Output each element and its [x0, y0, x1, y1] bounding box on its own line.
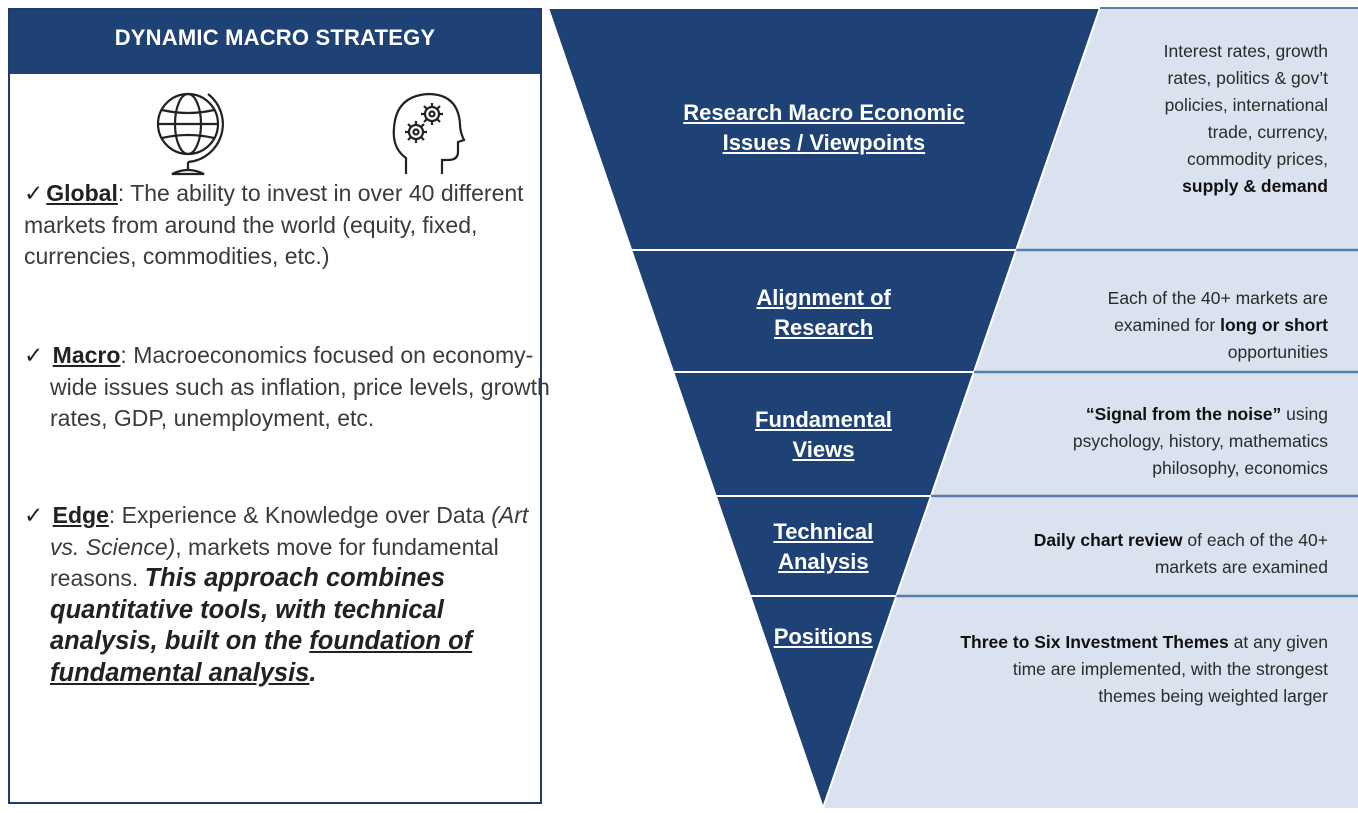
description-line: rates, politics & gov’t	[1164, 65, 1328, 92]
description-bold-text: Three to Six Investment Themes	[960, 632, 1229, 652]
description-line: markets are examined	[1034, 554, 1328, 581]
description-line: Each of the 40+ markets are	[1108, 285, 1328, 312]
check-icon: ✓	[24, 342, 44, 368]
description-text: time are implemented, with the strongest	[1012, 659, 1328, 679]
bullet-highlight: This approach combines quantitative tool…	[50, 564, 446, 655]
description-line: opportunities	[1108, 339, 1328, 366]
description-bold-text: Daily chart review	[1033, 530, 1183, 550]
bullet-term: Macro	[52, 342, 121, 368]
stage-label-line: Research Macro Economic	[683, 100, 965, 125]
description-line: psychology, history, mathematics	[1073, 428, 1328, 455]
description-text: opportunities	[1227, 342, 1328, 362]
bullet-term: Global	[46, 180, 118, 206]
check-icon: ✓	[24, 502, 44, 528]
head-gears-icon	[392, 92, 466, 174]
description-line: themes being weighted larger	[960, 683, 1328, 710]
stage-label-line: Technical	[773, 519, 874, 544]
description-line: Interest rates, growth	[1164, 38, 1328, 65]
description-line: philosophy, economics	[1073, 455, 1328, 482]
description-bold-text: supply & demand	[1182, 176, 1328, 196]
description-line: supply & demand	[1164, 173, 1328, 200]
description-line: Daily chart review of each of the 40+	[1034, 527, 1328, 554]
stage-label-line: Fundamental	[755, 407, 892, 432]
description-line: policies, international	[1164, 92, 1328, 119]
description-bold-text: “Signal from the noise”	[1085, 404, 1282, 424]
funnel-stage-description: Interest rates, growth rates, politics & …	[1164, 38, 1328, 200]
description-line: examined for long or short	[1108, 312, 1328, 339]
funnel-stage-label: Positions	[643, 622, 1003, 652]
funnel-stage-label: Alignment of Research	[644, 283, 1004, 343]
description-text: trade, currency,	[1207, 122, 1328, 142]
description-panel	[823, 8, 1358, 808]
funnel-stage-description: Each of the 40+ markets are examined for …	[1108, 285, 1328, 366]
funnel-stage-5	[748, 595, 898, 812]
bullet-text: : Macroeconomics focused on economy-wide…	[50, 342, 550, 431]
stage-label-line: Research	[774, 315, 874, 340]
description-text: examined for	[1114, 315, 1221, 335]
stage-label-line: Alignment of	[756, 285, 891, 310]
description-text: of each of the 40+	[1182, 530, 1328, 550]
description-text: policies, international	[1164, 95, 1328, 115]
bullet-text-italic: (Art vs. Science)	[50, 502, 529, 560]
description-text: philosophy, economics	[1152, 458, 1328, 478]
strategy-title: DYNAMIC MACRO STRATEGY	[10, 10, 540, 74]
description-line: trade, currency,	[1164, 119, 1328, 146]
description-text: markets are examined	[1154, 557, 1328, 577]
stage-label-line: Positions	[773, 624, 873, 649]
bullet-macro: ✓ Macro: Macroeconomics focused on econo…	[24, 340, 550, 435]
bullet-edge: ✓ Edge: Experience & Knowledge over Data…	[24, 500, 550, 689]
globe-icon	[156, 92, 224, 176]
funnel-stage-description: Three to Six Investment Themes at any gi…	[960, 629, 1328, 710]
funnel-stage-description: Daily chart review of each of the 40+ mar…	[1034, 527, 1328, 581]
description-bold-text: long or short	[1220, 315, 1328, 335]
description-line: “Signal from the noise” using	[1073, 401, 1328, 428]
description-line: time are implemented, with the strongest	[960, 656, 1328, 683]
description-text: psychology, history, mathematics	[1072, 431, 1328, 451]
stage-label-line: Views	[792, 437, 855, 462]
bullet-text: : The ability to invest in over 40 diffe…	[24, 180, 524, 269]
bullet-text: : Experience & Knowledge over Data	[108, 502, 492, 528]
stage-label-line: Issues / Viewpoints	[722, 130, 926, 155]
description-text: commodity prices,	[1186, 149, 1328, 169]
stage-label-line: Analysis	[778, 549, 869, 574]
description-text: rates, politics & gov’t	[1167, 68, 1328, 88]
funnel-stage-description: “Signal from the noise” using psychology,…	[1073, 401, 1328, 482]
description-text: themes being weighted larger	[1098, 686, 1328, 706]
check-icon: ✓	[24, 180, 44, 206]
description-text: Interest rates, growth	[1163, 41, 1328, 61]
bullet-global: ✓Global: The ability to invest in over 4…	[24, 178, 524, 273]
description-line: commodity prices,	[1164, 146, 1328, 173]
bullet-highlight-end: .	[309, 658, 317, 687]
bullet-text: , markets move for fundamental reasons.	[50, 533, 499, 592]
bullet-highlight-underlined: foundation of fundamental analysis	[50, 627, 473, 687]
description-text: Each of the 40+ markets are	[1107, 288, 1328, 308]
bullet-term: Edge	[52, 502, 109, 528]
description-text: using	[1281, 404, 1328, 424]
strategy-panel: DYNAMIC MACRO STRATEGY ✓Global: The abil…	[8, 8, 550, 804]
description-text: at any given	[1228, 632, 1328, 652]
description-line: Three to Six Investment Themes at any gi…	[960, 629, 1328, 656]
